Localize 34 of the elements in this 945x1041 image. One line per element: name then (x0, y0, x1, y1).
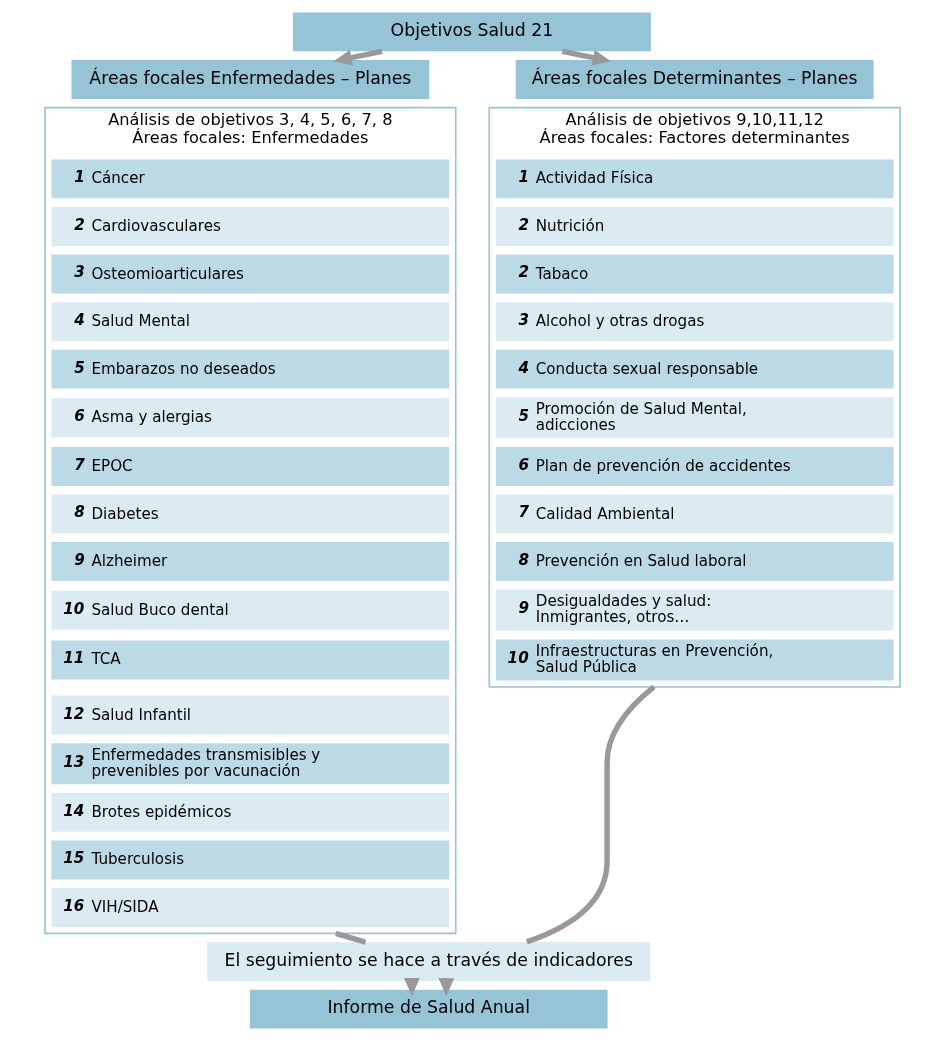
node-box: Informe de Salud Anual (249, 989, 608, 1029)
node-box: 10 Salud Buco dental (51, 590, 450, 630)
node-box: 5 Promoción de Salud Mental, adicciones (495, 397, 894, 439)
node-box: 7 EPOC (51, 447, 450, 486)
node-box: Objetivos Salud 21 (293, 12, 651, 52)
node-box: 2 Cardiovasculares (51, 207, 450, 246)
node-box: 11 TCA (51, 640, 450, 680)
connector (335, 930, 367, 945)
arrow (561, 48, 611, 66)
node-box: 1 Actividad Física (495, 159, 894, 199)
node-box: 3 Osteomioarticulares (51, 254, 450, 294)
node-box: Áreas focales Enfermedades – Planes (71, 60, 430, 99)
node-box: 6 Asma y alergias (51, 398, 450, 438)
node-box: 8 Diabetes (51, 494, 450, 534)
arrow (333, 48, 383, 66)
node-box: 16 VIH/SIDA (51, 888, 450, 927)
node-box: 13 Enfermedades transmisibles y prevenibles por vacunación (51, 743, 450, 785)
node-box: 7 Calidad Ambiental (495, 494, 894, 534)
connector (525, 684, 656, 945)
node-box: 4 Conducta sexual responsable (495, 349, 894, 389)
node-box: 5 Embarazos no deseados (51, 349, 450, 389)
node-box: 14 Brotes epidémicos (51, 792, 450, 832)
node-box: 12 Salud Infantil (51, 695, 450, 735)
node-box: 6 Plan de prevención de accidentes (495, 447, 894, 486)
node-box: 8 Prevención en Salud laboral (495, 542, 894, 582)
node-box: 10 Infraestructuras en Prevención, Salud Pública (495, 639, 894, 681)
node-box: 3 Alcohol y otras drogas (495, 302, 894, 342)
node-box: 2 Tabaco (495, 254, 894, 294)
node-box: 2 Nutrición (495, 207, 894, 246)
node-box: 9 Alzheimer (51, 542, 450, 582)
node-box: 4 Salud Mental (51, 302, 450, 342)
node-box: 1 Cáncer (51, 159, 450, 199)
node-box: 15 Tuberculosis (51, 840, 450, 880)
node-box: Áreas focales Determinantes – Planes (515, 60, 874, 99)
